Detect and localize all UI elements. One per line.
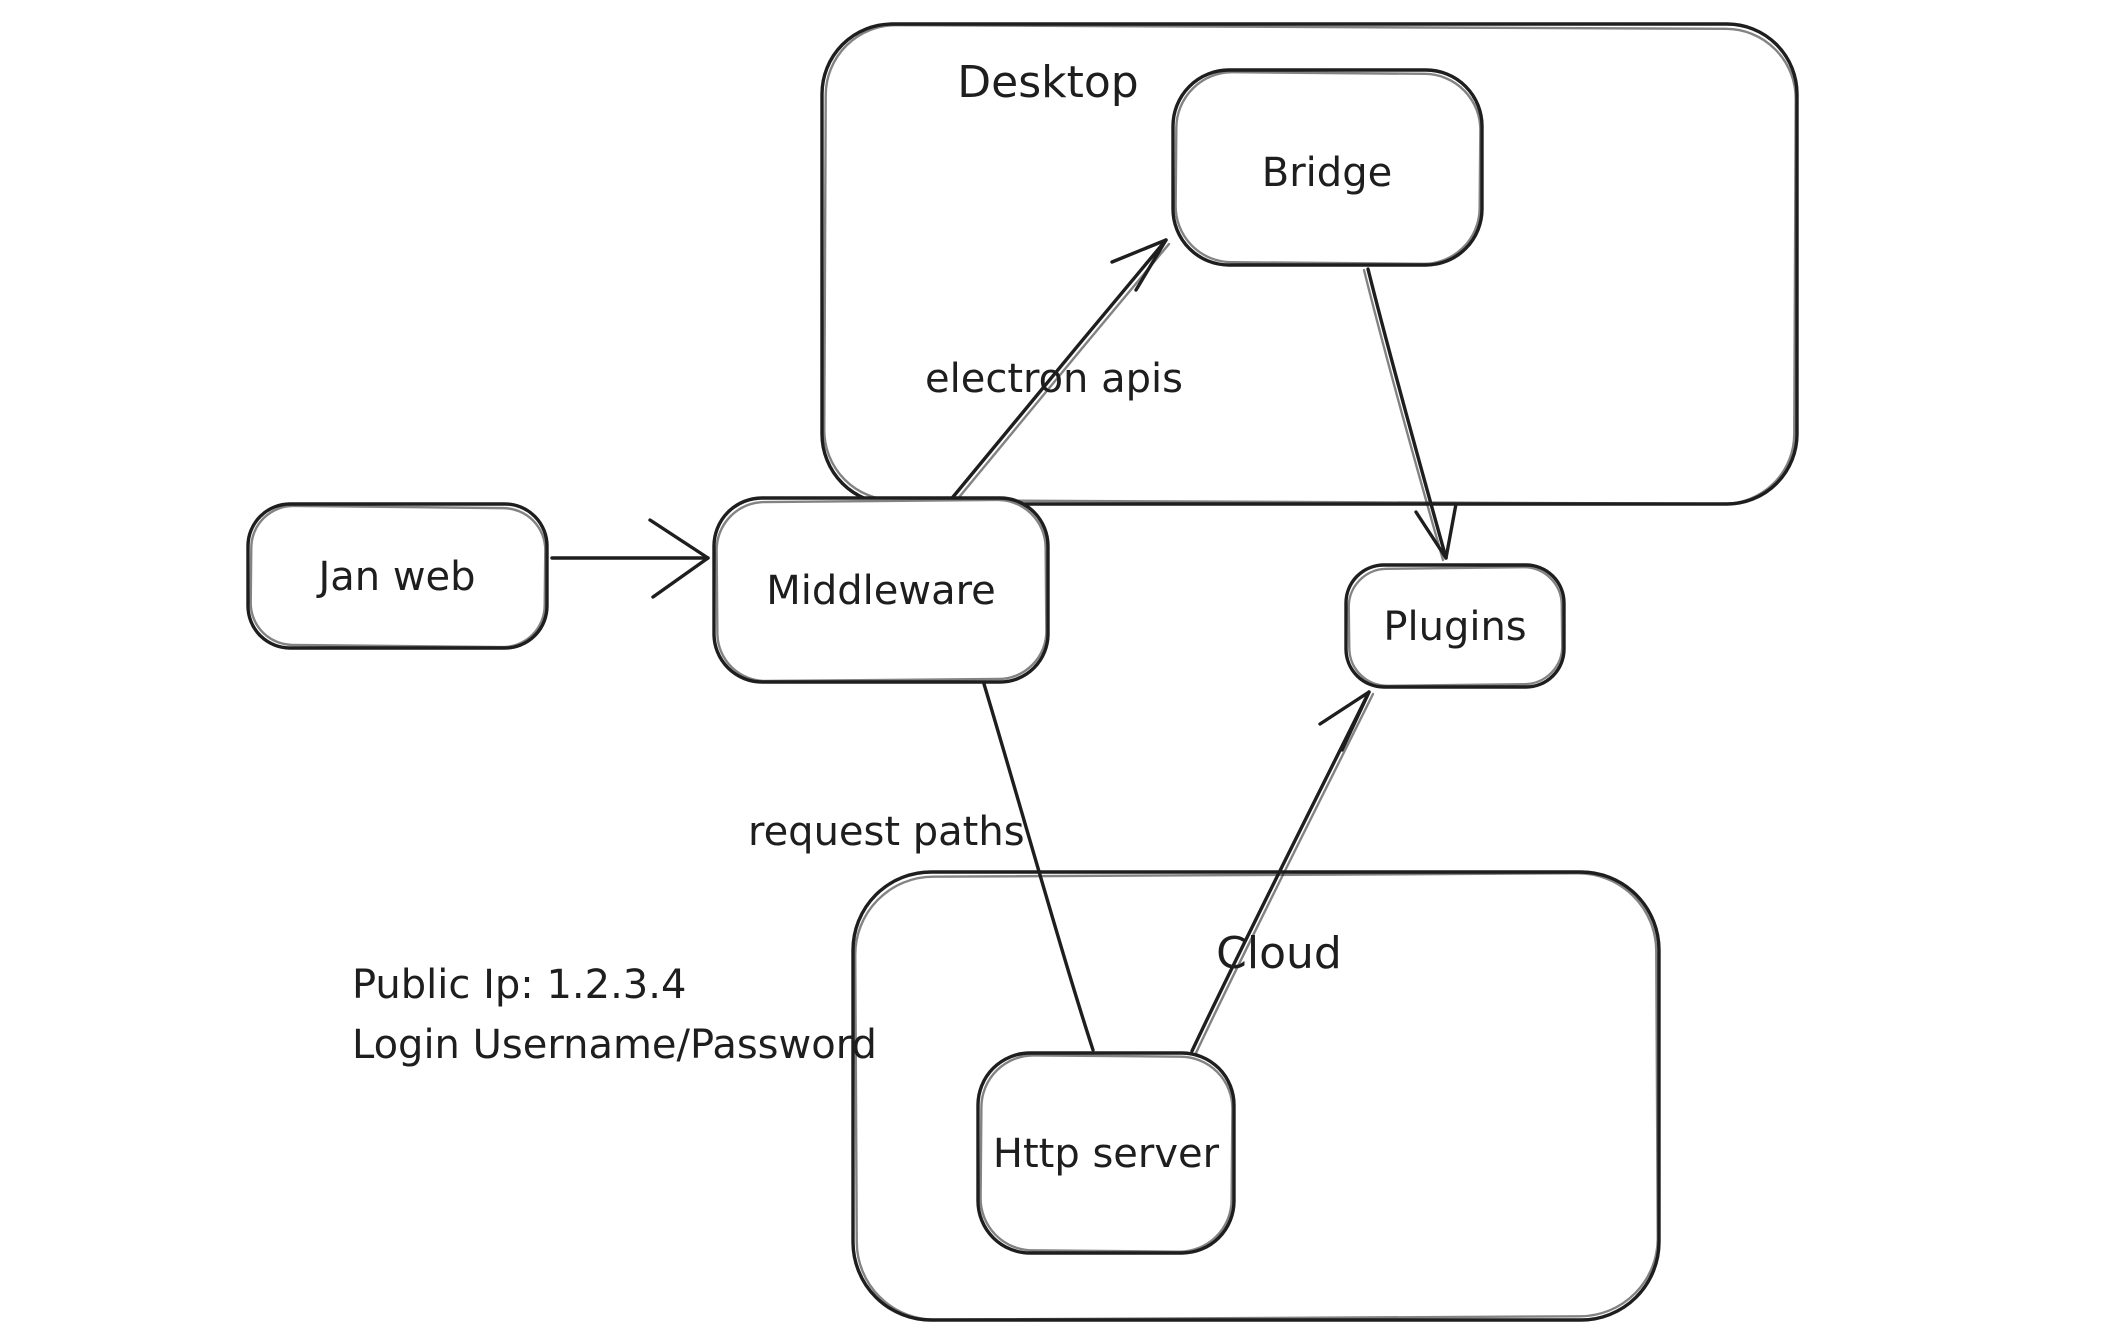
edge-http-server-to-plugins[interactable]: [1190, 690, 1375, 1055]
cloud-container-box-sketch-stroke: [854, 872, 1659, 1321]
http-server-box-sketch-stroke: [979, 1054, 1234, 1253]
arrow-shaft[interactable]: [1366, 267, 1448, 560]
edge-label-electron-apis[interactable]: electron apis: [925, 356, 1183, 402]
plugins-label: Plugins: [1383, 604, 1526, 650]
desktop-container-label[interactable]: Desktop: [957, 57, 1138, 108]
bridge-box-sketch-stroke: [1174, 70, 1482, 266]
arrow-head: [1414, 502, 1458, 560]
arrow-shaft-sketch-stroke: [1194, 692, 1375, 1055]
edge-bridge-to-plugins[interactable]: [1362, 267, 1458, 562]
middleware-box-sketch-stroke: [715, 498, 1048, 683]
edge-middleware-to-bridge[interactable]: electron apis: [925, 238, 1183, 509]
jan-web-label: Jan web: [315, 554, 475, 600]
node-http-server: Http server: [976, 1051, 1236, 1255]
container-cloud-group: Cloud: [851, 870, 1661, 1322]
http-server-label: Http server: [993, 1131, 1220, 1177]
node-middleware: Middleware: [712, 496, 1050, 684]
middleware-box[interactable]: [712, 496, 1050, 684]
line-shaft[interactable]: [982, 682, 1095, 1052]
middleware-label: Middleware: [766, 568, 996, 614]
node-bridge: Bridge: [1171, 68, 1484, 267]
arrow-shaft-sketch-stroke: [1362, 268, 1445, 562]
container-desktop-group: Desktop: [820, 22, 1799, 506]
node-plugins: Plugins: [1344, 563, 1566, 689]
annotation-credentials: Public Ip: 1.2.3.4 Login Username/Passwo…: [352, 962, 877, 1068]
jan-web-box[interactable]: [246, 502, 549, 650]
plugins-box[interactable]: [1344, 563, 1566, 689]
http-server-box[interactable]: [976, 1051, 1236, 1255]
bridge-label: Bridge: [1262, 150, 1392, 196]
arrow-shaft[interactable]: [946, 238, 1168, 505]
node-jan-web: Jan web: [246, 502, 549, 650]
annotation-login[interactable]: Login Username/Password: [352, 1022, 877, 1068]
arrow-head: [1110, 238, 1168, 292]
plugins-box-sketch-stroke: [1347, 565, 1564, 688]
edge-label-request-paths[interactable]: request paths: [748, 809, 1025, 855]
desktop-container-box-sketch-stroke: [823, 23, 1797, 506]
edge-jan-web-to-middleware[interactable]: [550, 518, 710, 599]
arrow-shaft-sketch-stroke: [949, 242, 1171, 509]
bridge-box[interactable]: [1171, 68, 1484, 267]
cloud-container-box[interactable]: [851, 870, 1661, 1322]
arrow-head: [648, 518, 710, 599]
desktop-container-box[interactable]: [820, 22, 1799, 506]
arrow-head: [1318, 690, 1371, 752]
annotation-public-ip[interactable]: Public Ip: 1.2.3.4: [352, 962, 686, 1008]
edge-middleware-to-http-server[interactable]: request paths: [748, 682, 1095, 1052]
jan-web-box-sketch-stroke: [249, 504, 547, 649]
